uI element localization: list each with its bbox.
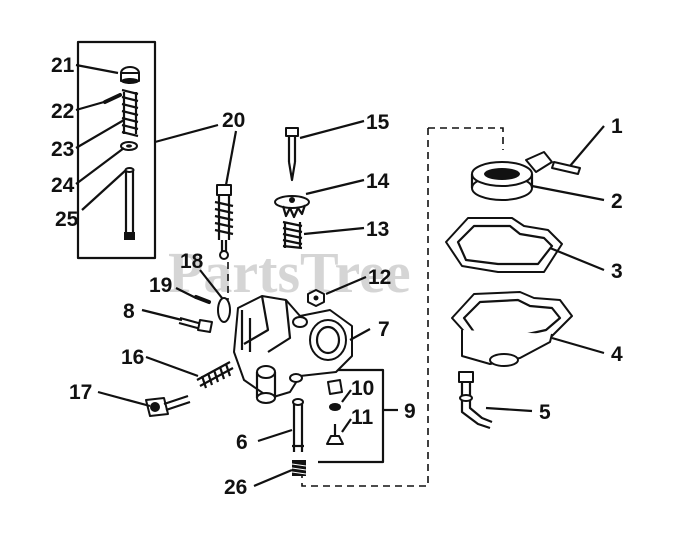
part-25-screw [124,167,135,240]
callout-8: 8 [123,300,135,323]
part-20-needle-valve [214,184,234,260]
part-24-washer [120,141,138,151]
part-12-nut [307,289,325,307]
callout-19: 19 [149,274,172,297]
part-6-pin [292,398,304,452]
callout-2: 2 [611,190,623,213]
part-17-screw [145,394,191,417]
callout-25: 25 [55,208,79,231]
part-18-disc [217,297,231,323]
kit-bracket-9 [318,368,385,464]
part-15-screw [285,127,299,182]
part-10-seat [327,379,343,411]
watermark-text: PartsTree [168,240,411,305]
callout-4: 4 [611,343,623,366]
callout-24: 24 [51,174,75,197]
callout-17: 17 [69,381,92,404]
part-21-nut [120,66,140,84]
callout-10: 10 [351,377,374,400]
callout-9: 9 [404,400,416,423]
callout-14: 14 [366,170,390,193]
callout-11: 11 [351,406,374,429]
callout-numbers: 1 2 3 4 5 6 7 8 9 10 11 12 13 14 15 16 1… [51,54,623,499]
part-4-float-bowl [451,291,573,367]
dashed-bracket-top [428,127,504,150]
part-3-gasket [445,217,563,273]
callout-18: 18 [180,250,204,273]
callout-7: 7 [378,318,390,341]
callout-20: 20 [222,109,245,132]
part-5-tube [458,371,493,430]
callout-6: 6 [236,431,248,454]
callout-23: 23 [51,138,74,161]
part-2-float [470,151,553,201]
callout-16: 16 [121,346,144,369]
callout-13: 13 [366,218,389,241]
part-7-carburetor-body [233,295,353,404]
callout-3: 3 [611,260,623,283]
part-8-screw [178,316,213,333]
callout-1: 1 [611,115,623,138]
kit-bracket-21-25 [76,40,157,260]
part-11-needle [326,424,344,445]
part-23-spring [121,88,139,138]
part-22-pin [103,93,122,104]
part-26-spring [291,460,307,476]
callout-5: 5 [539,401,551,424]
callout-21: 21 [51,54,75,77]
callout-15: 15 [366,111,390,134]
callout-26: 26 [224,476,247,499]
leader-lines [75,63,605,488]
part-13-spring [282,220,303,250]
callout-22: 22 [51,100,74,123]
part-16-spring [196,361,234,389]
part-1-pin [551,161,581,175]
dashed-bracket-side [301,128,429,487]
callout-12: 12 [368,266,391,289]
part-14-cam [274,195,310,219]
part-19-pin [194,295,211,304]
